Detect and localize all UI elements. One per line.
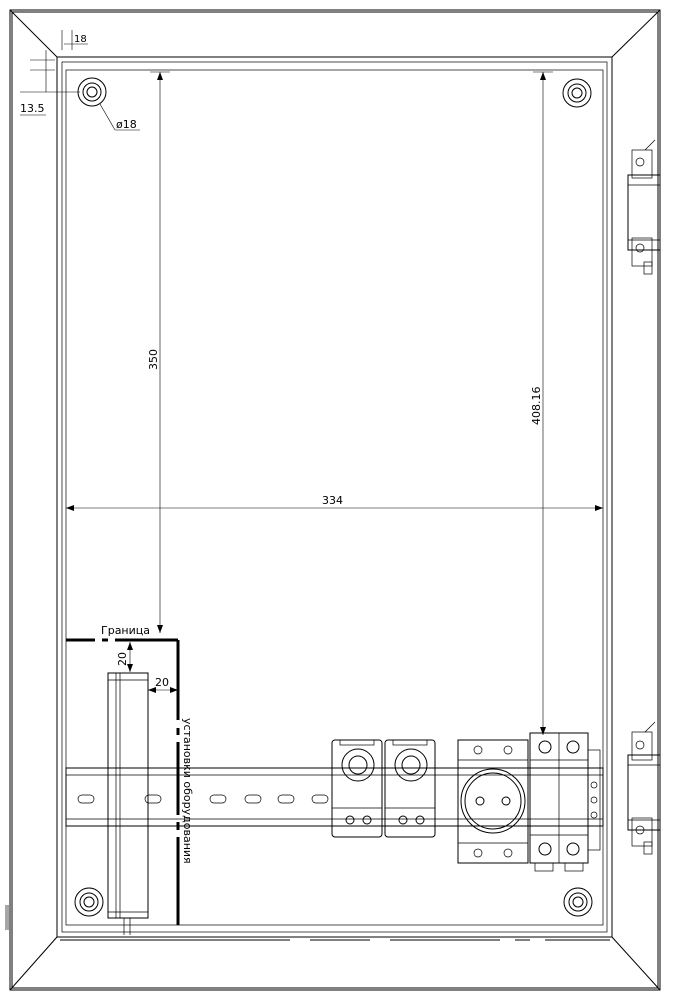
dim-334-label: 334 [322, 494, 343, 507]
mounting-hole-top-right [562, 78, 592, 108]
boundary-label: Граница [101, 624, 150, 637]
dim-20-horizontal-label: 20 [155, 676, 169, 689]
din-rail [65, 767, 604, 827]
dim-350-label: 350 [147, 349, 160, 370]
dim-350: 350 [147, 71, 170, 633]
dim-20-vertical-label: 20 [116, 652, 129, 666]
din-socket [457, 739, 529, 864]
mounting-hole-bottom-right [563, 887, 593, 917]
equipment-installation-label: установки оборудования [181, 718, 194, 864]
hinge-bottom [627, 721, 661, 855]
mounting-hole-top-left [77, 77, 107, 107]
cabinet-frame [5, 9, 661, 991]
installation-boundary: Граница установки оборудования [66, 624, 194, 925]
dim-20-offsets: 20 20 [116, 642, 178, 693]
dim-408-label: 408.16 [530, 387, 543, 426]
thermostat-1 [331, 739, 383, 838]
dim-top-label: 18 [74, 34, 87, 45]
dim-13-5-label: 13.5 [20, 102, 45, 115]
cable-channel [107, 672, 149, 935]
hinge-top [627, 139, 661, 275]
terminal-blocks [529, 732, 601, 872]
hole-diameter-label: ø18 [116, 118, 137, 131]
dim-408: 408.16 [530, 71, 553, 735]
dim-top-left: 18 13.5 ø18 [20, 30, 140, 131]
mounting-hole-bottom-left [74, 887, 104, 917]
thermostat-2 [384, 739, 436, 838]
dim-334: 334 [66, 494, 603, 511]
